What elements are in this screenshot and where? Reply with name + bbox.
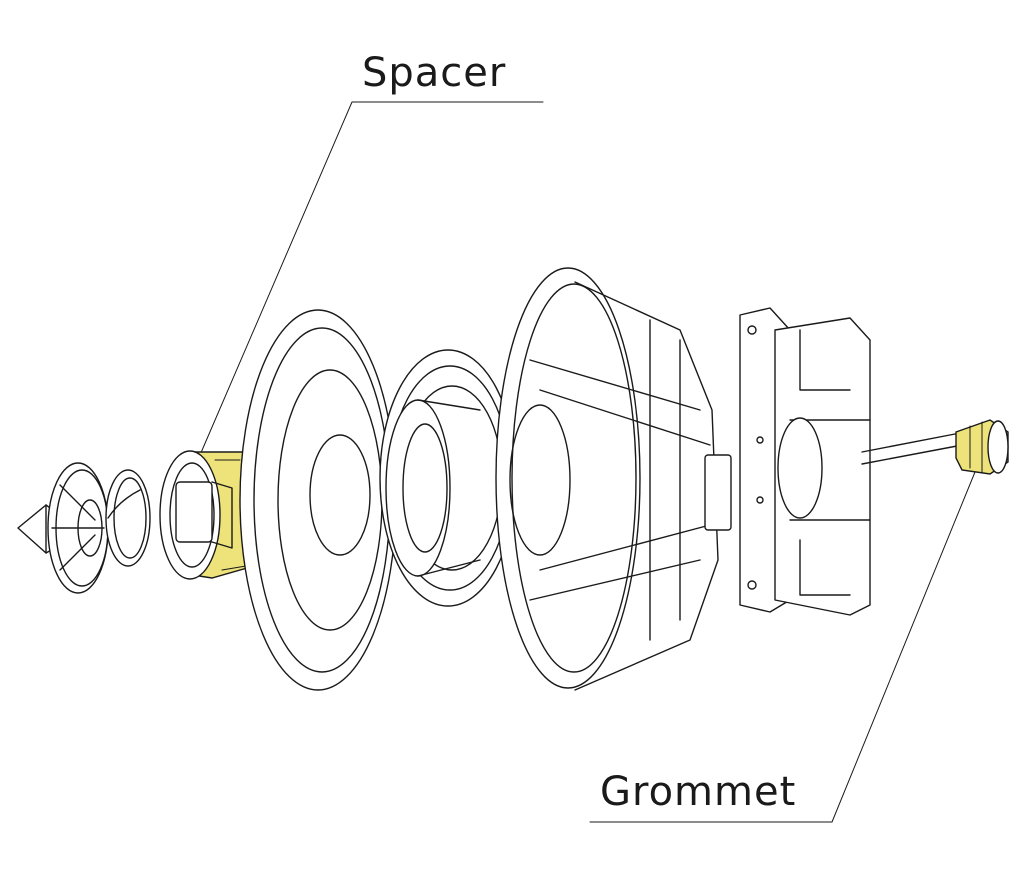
- grommet-label: Grommet: [600, 769, 796, 815]
- spacer-label: Spacer: [362, 50, 506, 96]
- surround-ring-part: [239, 309, 397, 691]
- cone-part: [379, 349, 517, 607]
- grommet-callout: Grommet: [589, 471, 976, 823]
- magnet-part: [739, 307, 871, 616]
- grommet-part: [861, 419, 1009, 475]
- basket-part: [495, 267, 732, 691]
- grommet-leader-line: [589, 471, 976, 823]
- spacer-callout: Spacer: [199, 50, 544, 456]
- spacer-leader-line: [199, 101, 544, 456]
- dome-ring-part: [105, 469, 151, 567]
- phase-plug-part: [17, 462, 109, 594]
